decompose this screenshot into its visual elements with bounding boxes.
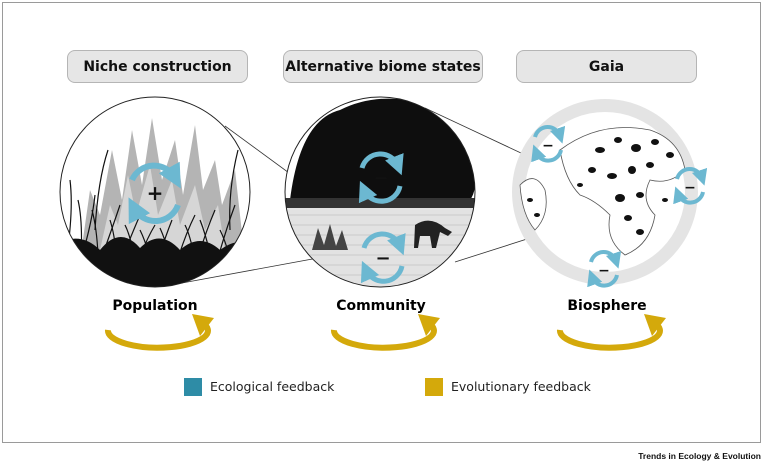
ecological-loops xyxy=(128,125,708,288)
evo-loop-biosphere xyxy=(556,314,666,351)
loop-biosphere-b xyxy=(673,167,708,205)
forest-canopy xyxy=(290,98,475,200)
loop-community-bottom xyxy=(360,231,406,284)
biosphere-globe xyxy=(519,112,686,272)
title-alternative-biome-states: Alternative biome states xyxy=(283,50,483,83)
legend-ecological-label: Ecological feedback xyxy=(210,379,335,394)
sign-community-bottom: − xyxy=(375,248,390,269)
legend-ecological-swatch xyxy=(184,378,202,396)
small-fire xyxy=(312,224,348,250)
community-circle-outline xyxy=(284,96,476,288)
sign-community-top: − xyxy=(373,168,388,189)
sign-biosphere-c: − xyxy=(598,263,610,279)
loop-population xyxy=(128,161,181,225)
legend-evolutionary-swatch xyxy=(425,378,443,396)
title-niche-construction: Niche construction xyxy=(67,50,248,83)
label-population: Population xyxy=(112,298,198,314)
antelope xyxy=(414,220,452,248)
evolutionary-loops xyxy=(104,314,666,351)
loop-biosphere-c xyxy=(587,250,622,288)
journal-footer: Trends in Ecology & Evolution xyxy=(638,451,761,461)
label-community: Community xyxy=(336,298,426,314)
loop-biosphere-a xyxy=(531,125,566,163)
title-gaia: Gaia xyxy=(516,50,697,83)
vegetation-patches xyxy=(527,137,674,235)
population-circle-outline xyxy=(59,96,251,288)
sign-population: + xyxy=(147,181,164,205)
loop-community-top xyxy=(358,151,404,204)
population-circle xyxy=(60,97,250,287)
legend-evolutionary-label: Evolutionary feedback xyxy=(451,379,591,394)
evo-loop-community xyxy=(330,314,440,351)
evo-loop-population xyxy=(104,314,214,351)
community-circle xyxy=(285,97,475,287)
sign-biosphere-a: − xyxy=(542,138,554,154)
label-biosphere: Biosphere xyxy=(567,298,647,314)
sign-biosphere-b: − xyxy=(684,180,696,196)
